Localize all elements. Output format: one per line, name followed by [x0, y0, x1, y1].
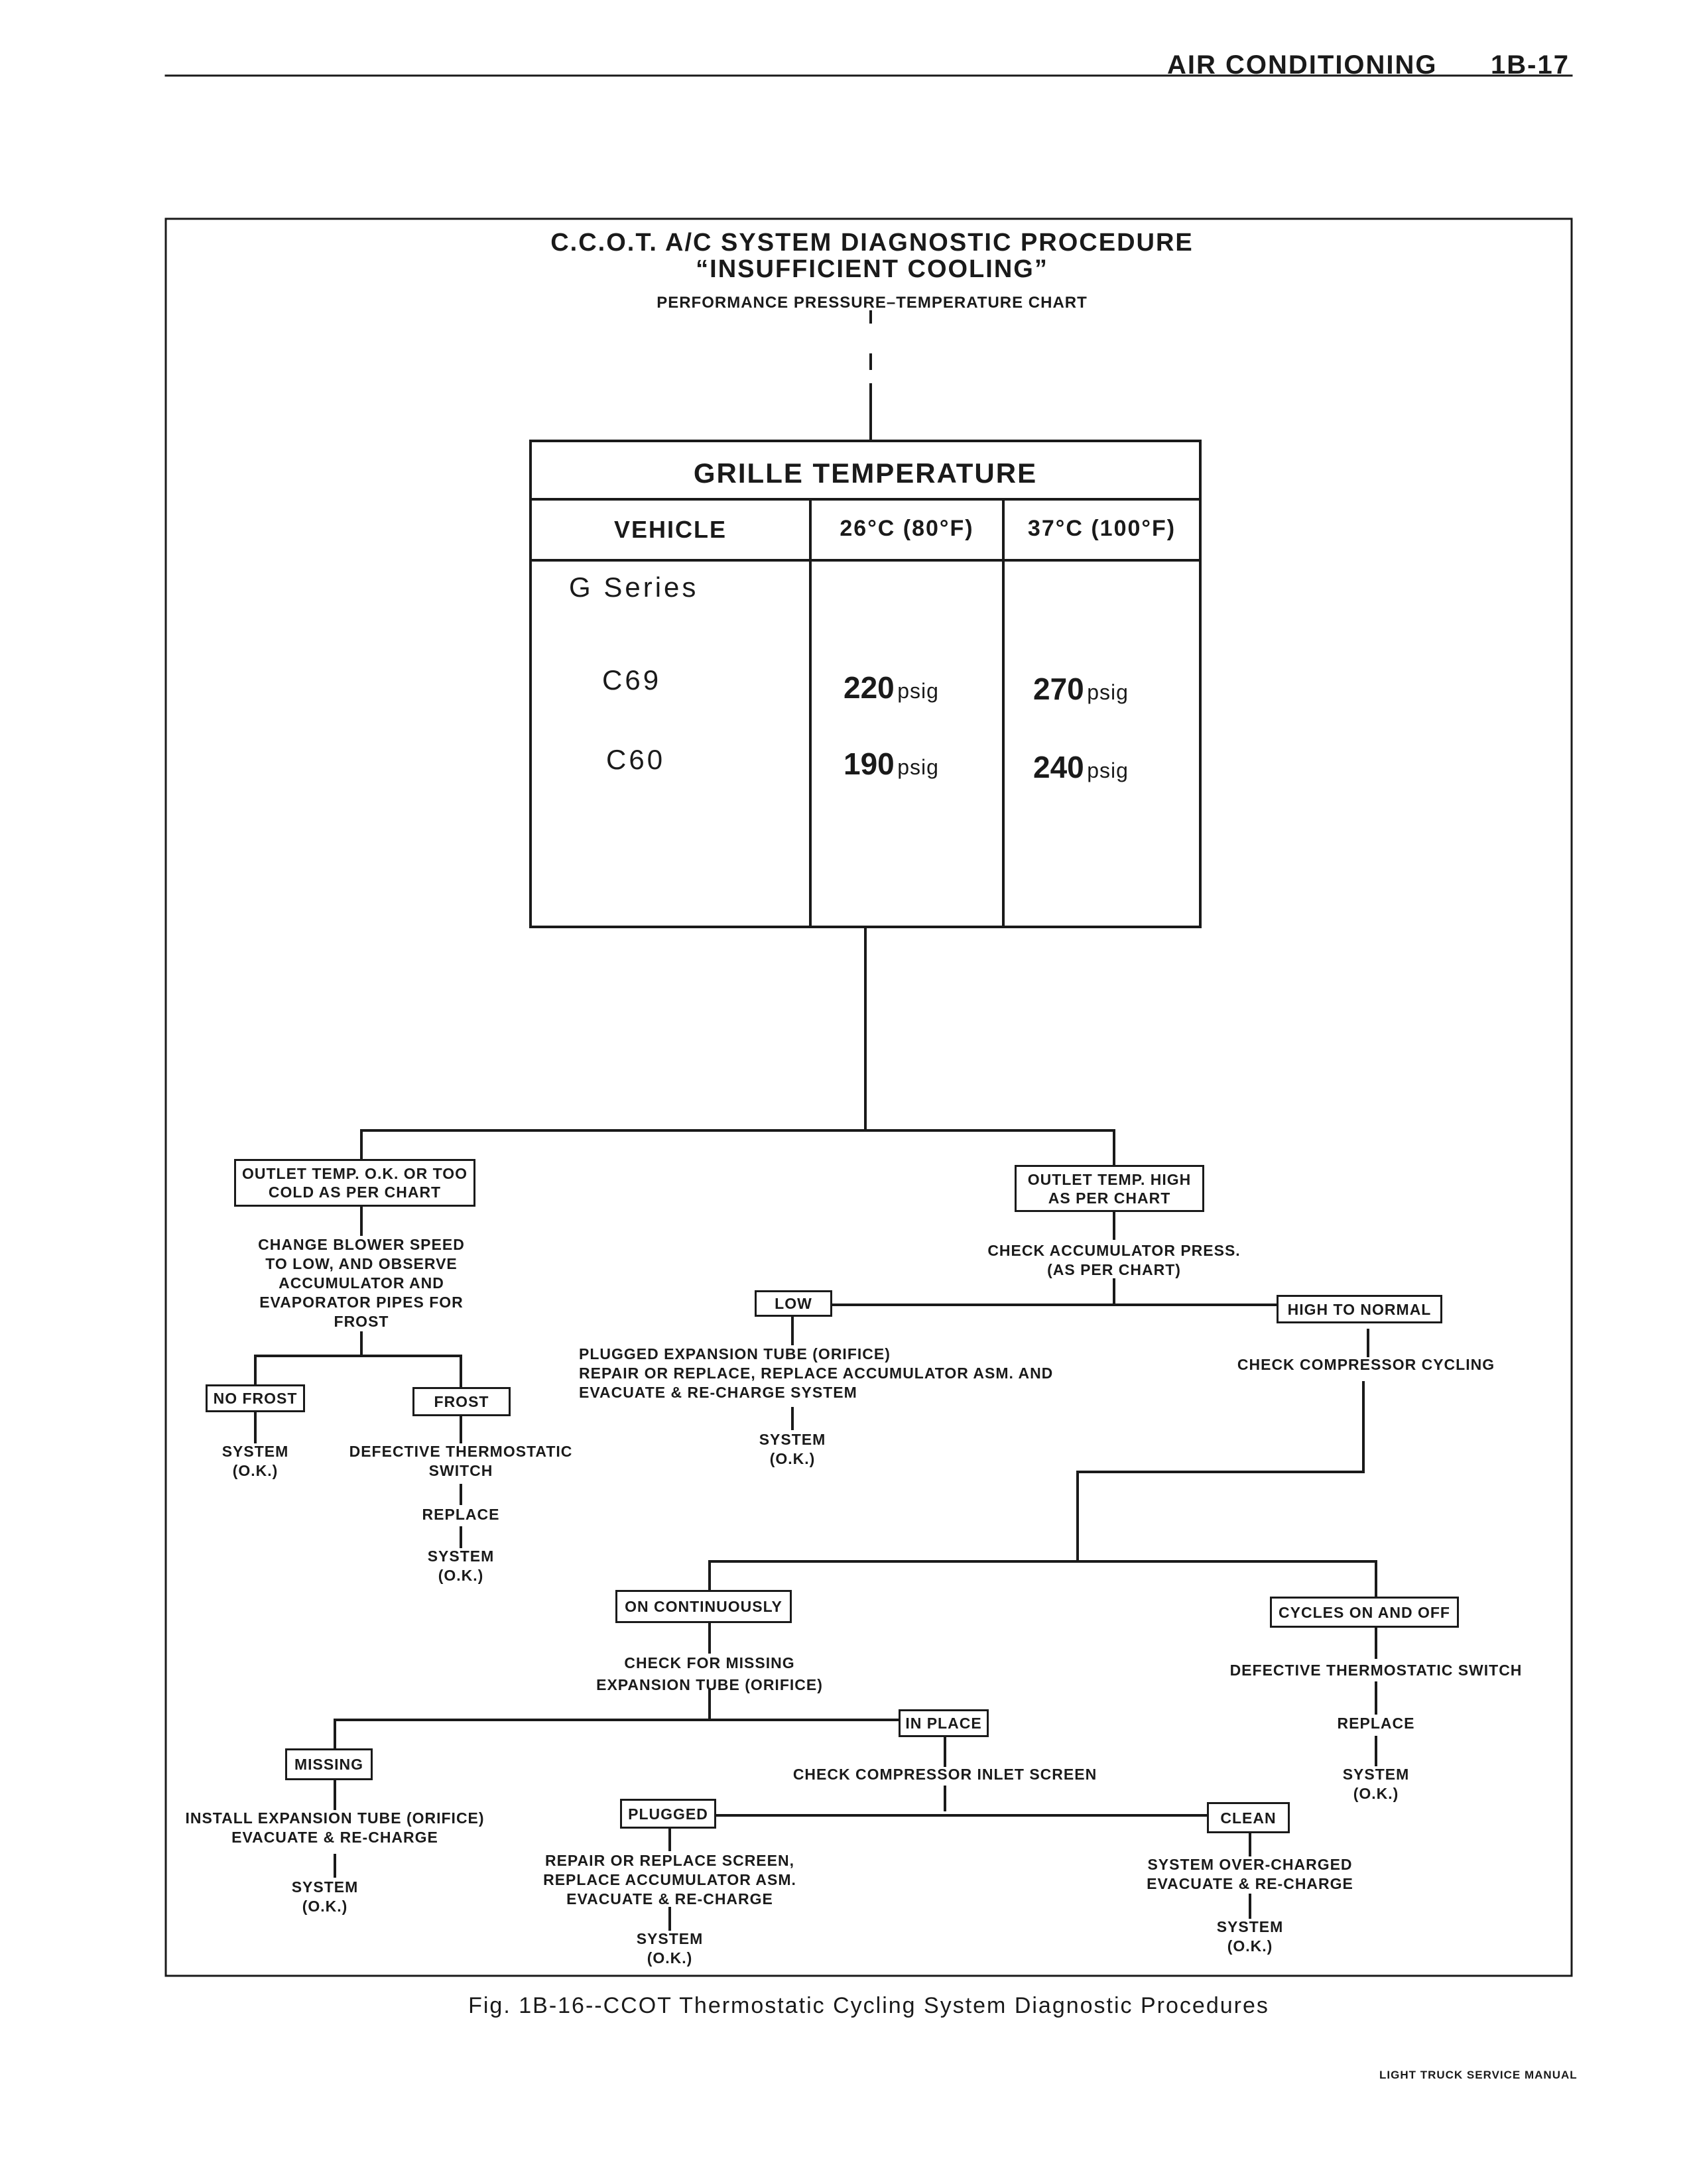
pressure-value: 220 psig [844, 670, 939, 705]
pressure-value: 270 psig [1033, 672, 1129, 706]
system-ok-text: SYSTEM(O.K.) [636, 1930, 704, 1967]
manual-footer: LIGHT TRUCK SERVICE MANUAL [1379, 2069, 1578, 2081]
system-ok-text: SYSTEM(O.K.) [1216, 1918, 1284, 1955]
clean-box: CLEAN [1207, 1802, 1290, 1833]
chart-reference: PERFORMANCE PRESSURE–TEMPERATURE CHART [657, 294, 1088, 312]
check-accumulator-text: CHECK ACCUMULATOR PRESS.(AS PER CHART) [987, 1242, 1241, 1278]
cycles-on-off-box: CYCLES ON AND OFF [1270, 1597, 1459, 1628]
figure-caption: Fig. 1B-16--CCOT Thermostatic Cycling Sy… [468, 1993, 1269, 2018]
column-header-vehicle: VEHICLE [613, 516, 727, 543]
check-compressor-inlet-screen-text: CHECK COMPRESSOR INLET SCREEN [792, 1766, 1097, 1783]
diagram-subtitle: “INSUFFICIENT COOLING” [696, 255, 1048, 283]
vehicle-model: C69 [602, 664, 662, 696]
replace-text: REPLACE [1337, 1715, 1415, 1732]
system-ok-text: SYSTEM(O.K.) [221, 1443, 289, 1479]
no-frost-box: NO FROST [206, 1384, 305, 1412]
in-place-box: IN PLACE [899, 1709, 989, 1737]
replace-text: REPLACE [422, 1506, 500, 1523]
vehicle-model: C60 [606, 744, 666, 775]
defective-thermostatic-switch-text: DEFECTIVE THERMOSTATIC SWITCH [1229, 1662, 1523, 1679]
system-ok-text: SYSTEM(O.K.) [759, 1431, 826, 1467]
diagram-title: C.C.O.T. A/C SYSTEM DIAGNOSTIC PROCEDURE [550, 229, 1194, 257]
plugged-expansion-tube-text: PLUGGED EXPANSION TUBE (ORIFICE)REPAIR O… [579, 1345, 1054, 1401]
pressure-value: 240 psig [1033, 750, 1129, 784]
missing-box: MISSING [285, 1748, 373, 1780]
frost-box: FROST [412, 1387, 511, 1416]
plugged-box: PLUGGED [620, 1799, 716, 1829]
system-ok-text: SYSTEM(O.K.) [1342, 1766, 1410, 1802]
system-ok-text: SYSTEM(O.K.) [291, 1878, 359, 1915]
system-ok-text: SYSTEM(O.K.) [427, 1547, 495, 1584]
pressure-value: 190 psig [844, 747, 939, 781]
vehicle-series: G Series [569, 572, 699, 603]
low-box: LOW [755, 1290, 832, 1317]
check-compressor-cycling-text: CHECK COMPRESSOR CYCLING [1237, 1356, 1495, 1373]
column-header-37c: 37°C (100°F) [1027, 516, 1176, 541]
table-title: GRILLE TEMPERATURE [693, 457, 1038, 489]
high-to-normal-box: HIGH TO NORMAL [1277, 1295, 1442, 1323]
install-expansion-tube-text: INSTALL EXPANSION TUBE (ORIFICE)EVACUATE… [185, 1809, 485, 1846]
repair-replace-screen-text: REPAIR OR REPLACE SCREEN,REPLACE ACCUMUL… [543, 1852, 796, 1908]
on-continuously-box: ON CONTINUOUSLY [615, 1590, 792, 1623]
column-header-26c: 26°C (80°F) [840, 516, 974, 541]
figure-frame [164, 217, 1573, 1977]
